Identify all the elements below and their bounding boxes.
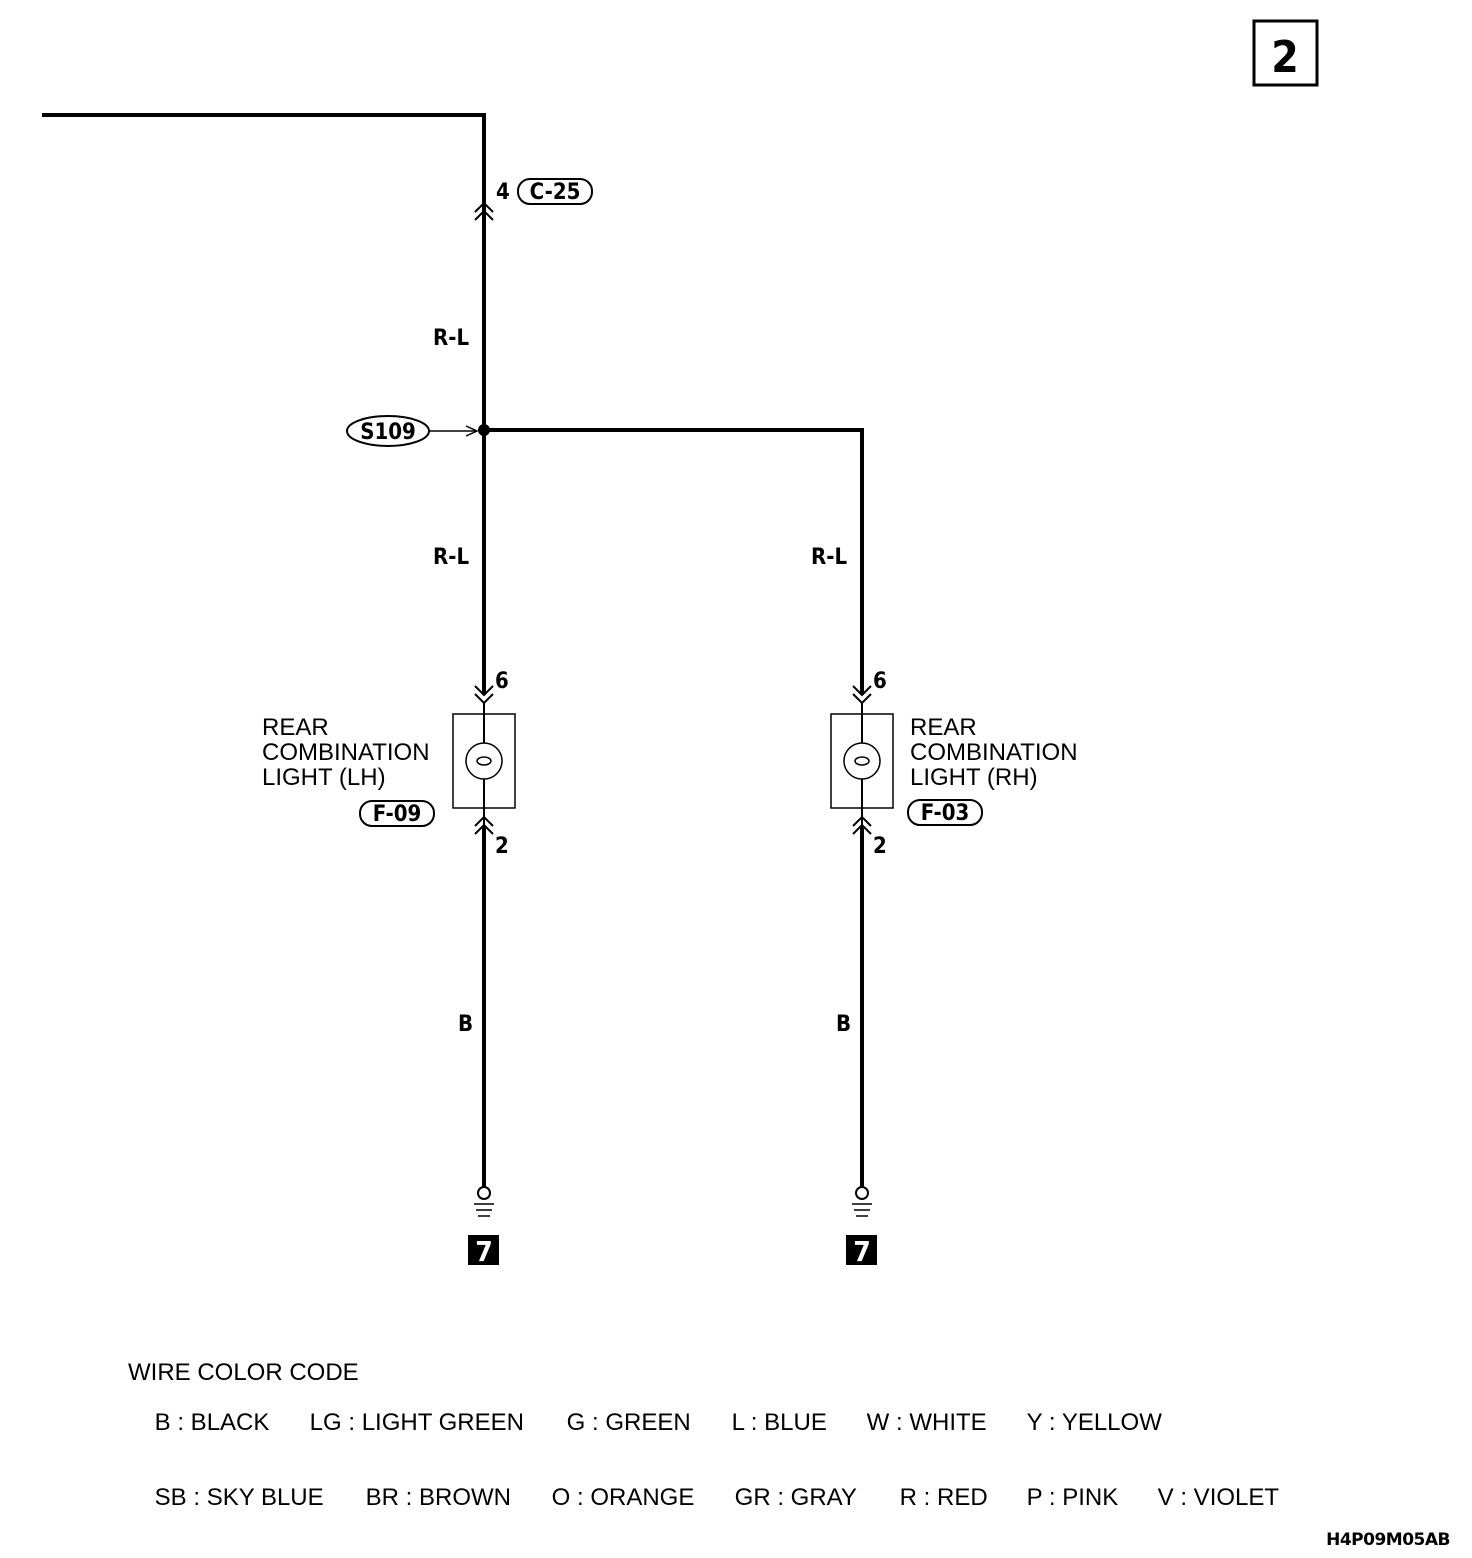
ground-point-number: 7	[853, 1235, 871, 1268]
connector-pin: 4	[496, 180, 510, 205]
wire-color-label: B	[458, 1012, 473, 1037]
legend-entry: O : ORANGE	[551, 1484, 695, 1511]
component-name: COMBINATION	[910, 739, 1078, 766]
ground-lh: 7	[468, 1186, 499, 1268]
splice-dot	[478, 424, 490, 436]
connector-chevron-icon	[474, 201, 494, 221]
ground-icon	[855, 1186, 869, 1200]
legend-entry: LG : LIGHT GREEN	[309, 1409, 524, 1436]
connector-chevron-icon	[852, 815, 872, 835]
arrow-right-icon	[465, 425, 479, 437]
wire-rh-upper	[484, 428, 864, 695]
rear-combination-light-lh: 6 2 REAR COMBINATION LIGHT (LH) F-09	[262, 669, 516, 859]
splice-s109: S109	[346, 415, 490, 447]
connector-pin: 6	[495, 669, 509, 694]
wire-color-label: R-L	[811, 545, 847, 570]
connector-chevron-icon	[474, 815, 494, 835]
diagram-code: H4P09M05AB	[1326, 1530, 1450, 1550]
wire-color-label: R-L	[433, 545, 469, 570]
bulb-icon	[843, 742, 881, 780]
component-name: LIGHT (LH)	[262, 764, 386, 791]
legend-entry: SB : SKY BLUE	[154, 1484, 324, 1511]
wire-color-label: B	[836, 1012, 851, 1037]
component-name: LIGHT (RH)	[910, 764, 1038, 791]
legend-entry: R : RED	[899, 1484, 988, 1511]
legend-entry: G : GREEN	[566, 1409, 691, 1436]
legend-row: SB : SKY BLUE BR : BROWN O : ORANGE GR : GR…	[128, 1460, 1279, 1535]
ground-icon	[477, 1186, 491, 1200]
connector-id: C-25	[530, 180, 581, 205]
legend-entry: P : PINK	[1026, 1484, 1119, 1511]
bulb-icon	[465, 742, 503, 780]
legend-entry: V : VIOLET	[1157, 1484, 1280, 1511]
legend-entry: W : WHITE	[866, 1409, 987, 1436]
legend-entry: GR : GRAY	[734, 1484, 857, 1511]
connector-pin: 2	[495, 834, 509, 859]
legend-entry: BR : BROWN	[365, 1484, 512, 1511]
page-number: 2	[1271, 32, 1299, 83]
legend-row: B : BLACK LG : LIGHT GREEN G : GREEN L : BL…	[128, 1385, 1279, 1460]
legend-entry: Y : YELLOW	[1026, 1409, 1162, 1436]
rear-combination-light-rh: 6 2 REAR COMBINATION LIGHT (RH) F-03	[830, 669, 1078, 859]
wires	[42, 113, 864, 1188]
wire-color-legend: WIRE COLOR CODE B : BLACK LG : LIGHT GREE…	[128, 1360, 1279, 1535]
page-number-box: 2	[1252, 19, 1319, 87]
component-name: COMBINATION	[262, 739, 430, 766]
wire-top-feed	[42, 113, 486, 430]
component-name: REAR	[262, 714, 329, 741]
legend-title: WIRE COLOR CODE	[128, 1359, 359, 1386]
wire-color-label: R-L	[433, 326, 469, 351]
connector-pin: 6	[873, 669, 887, 694]
connector-id: F-03	[921, 801, 970, 826]
ground-point-number: 7	[475, 1235, 493, 1268]
legend-entry: B : BLACK	[154, 1409, 270, 1436]
connector-c25: 4 C-25	[474, 178, 593, 221]
connector-pin: 2	[873, 834, 887, 859]
connector-id: F-09	[373, 802, 422, 827]
ground-rh: 7	[846, 1186, 877, 1268]
legend-entry: L : BLUE	[731, 1409, 827, 1436]
splice-id: S109	[360, 420, 416, 445]
component-name: REAR	[910, 714, 977, 741]
